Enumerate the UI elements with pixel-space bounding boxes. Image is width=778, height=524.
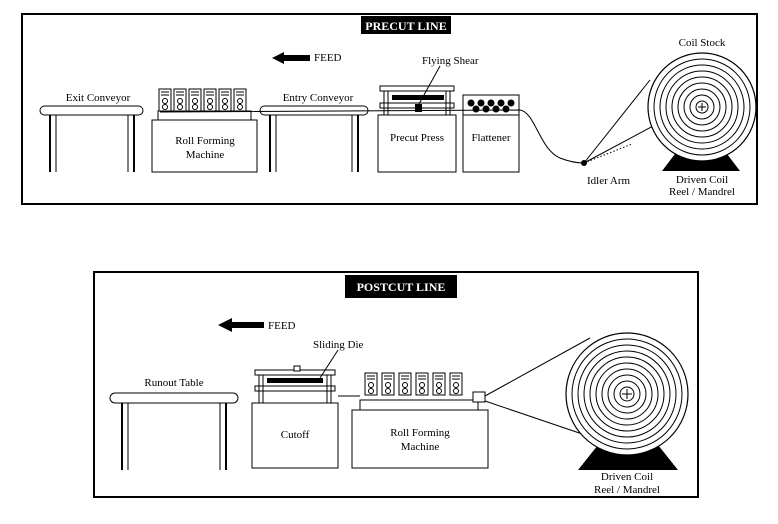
precut-roll-forming-label-2: Machine xyxy=(186,149,225,161)
entry-conveyor-label: Entry Conveyor xyxy=(283,92,354,104)
postcut-title-bg xyxy=(345,275,457,298)
cutoff-label: Cutoff xyxy=(281,429,310,441)
idler-arm-pointer xyxy=(583,143,633,164)
precut-coil-stock xyxy=(647,52,757,171)
postcut-roll-forming-label-2: Machine xyxy=(401,441,440,453)
exit-conveyor-label: Exit Conveyor xyxy=(66,92,131,104)
precut-title: PRECUT LINE xyxy=(365,19,446,33)
postcut-frame xyxy=(93,271,699,498)
precut-press xyxy=(377,65,457,173)
precut-title-bg xyxy=(361,16,451,34)
exit-conveyor xyxy=(39,105,144,172)
precut-roll-forming-label-1: Roll Forming xyxy=(175,135,235,147)
precut-driven-coil-label-1: Driven Coil xyxy=(676,174,728,186)
coil-stock-label: Coil Stock xyxy=(679,37,726,49)
idler-arm-label: Idler Arm xyxy=(587,175,631,187)
precut-feed-arrow xyxy=(272,52,310,64)
postcut-driven-coil xyxy=(565,332,689,470)
postcut-driven-coil-label-1: Driven Coil xyxy=(601,471,653,483)
precut-feed-label: FEED xyxy=(314,52,342,64)
postcut-roll-forming-machine xyxy=(351,372,489,469)
flying-shear-label: Flying Shear xyxy=(422,55,479,67)
flattener-label: Flattener xyxy=(471,132,510,144)
postcut-line-panel: POSTCUT LINE FEED Runout Table xyxy=(93,271,699,498)
precut-roll-forming-machine xyxy=(151,88,258,173)
postcut-roll-forming-label-1: Roll Forming xyxy=(390,427,450,439)
runout-table xyxy=(109,392,239,470)
precut-frame xyxy=(21,13,758,205)
precut-line-panel: PRECUT LINE FEED Exit Conveyor Roll xyxy=(21,13,758,205)
postcut-feed-label: FEED xyxy=(268,320,296,332)
flying-shear xyxy=(415,104,422,112)
strip-to-coil-upper xyxy=(583,79,651,164)
cutoff-press xyxy=(251,349,339,469)
sliding-die xyxy=(267,378,323,383)
postcut-title: POSTCUT LINE xyxy=(357,280,446,294)
postcut-driven-coil-label-2: Reel / Mandrel xyxy=(594,484,660,496)
postcut-strip-upper xyxy=(484,337,591,397)
sliding-die-label: Sliding Die xyxy=(313,339,364,351)
precut-driven-coil-label-2: Reel / Mandrel xyxy=(669,186,735,198)
strip-to-coil-lower xyxy=(583,124,656,164)
entry-conveyor xyxy=(259,105,369,172)
precut-strip xyxy=(159,109,585,164)
precut-press-label: Precut Press xyxy=(390,132,444,144)
runout-table-label: Runout Table xyxy=(144,377,203,389)
postcut-feed-arrow xyxy=(218,318,264,332)
